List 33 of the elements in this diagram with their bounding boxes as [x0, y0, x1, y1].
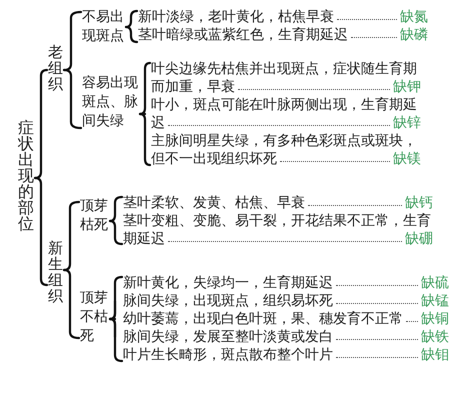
- symptom-text: 茎叶变粗、变脆、易干裂，开花结果不正常，生育期延迟 缺硼: [123, 212, 433, 248]
- symptom-text: 叶片生长畸形，斑点散布整个叶片: [123, 347, 333, 363]
- brace-connector: [138, 112, 152, 166]
- symptom-text: 茎叶暗绿或蓝紫红色，生育期延迟: [138, 27, 348, 43]
- deficiency-label: 缺氮: [400, 8, 428, 26]
- deficiency-label: 缺钙: [405, 194, 433, 212]
- symptom-text: 叶小，斑点可能在叶脉两侧出现，生育期延迟 缺锌: [151, 96, 421, 132]
- symptom-text: 新叶黄化，失绿均一，生育期延迟: [123, 275, 333, 291]
- subcategory-label: 顶芽不枯死: [80, 289, 109, 346]
- category-label: 新生组织: [48, 240, 63, 304]
- brace-connector: [124, 26, 138, 44]
- brace-connector: [108, 300, 116, 320]
- deficiency-label: 缺铁: [421, 328, 449, 346]
- subcategory-label: 不易出现斑点: [82, 8, 125, 46]
- symptom-text: 新叶淡绿，老叶黄化，枯焦早衰: [138, 9, 334, 25]
- symptom-text: 幼叶萎蔫，出现白色叶斑，果、穗发育不正常: [123, 311, 403, 327]
- symptom-text: 叶尖边缘先枯焦并出现斑点，症状随生育期而加重，早衰 缺钾: [151, 60, 421, 96]
- category-label: 老组织: [48, 44, 63, 92]
- brace-connector: [34, 68, 48, 180]
- brace-connector: [124, 10, 138, 28]
- subcategory-label: 容易出现斑点、脉间失绿: [82, 74, 139, 131]
- symptom-text: 脉间失绿，出现斑点，组织易坏死: [123, 293, 333, 309]
- deficiency-label: 缺硫: [421, 274, 449, 292]
- deficiency-label: 缺钼: [421, 346, 449, 364]
- deficiency-label: 缺铜: [421, 310, 449, 328]
- symptom-text: 主脉间明星失绿，有多种色彩斑点或斑块，但不一出现组织坏死 缺镁: [151, 132, 421, 168]
- deficiency-label: 缺磷: [400, 26, 428, 44]
- symptom-text: 脉间失绿，发展至整叶淡黄或发白: [123, 329, 333, 345]
- deficiency-label: 缺锰: [421, 292, 449, 310]
- brace-connector: [138, 62, 152, 116]
- root-label: 症状出现的部位: [18, 120, 34, 232]
- symptom-text: 茎叶柔软、发黄、枯焦、早衰: [123, 195, 305, 211]
- subcategory-label: 顶芽枯死: [80, 197, 109, 235]
